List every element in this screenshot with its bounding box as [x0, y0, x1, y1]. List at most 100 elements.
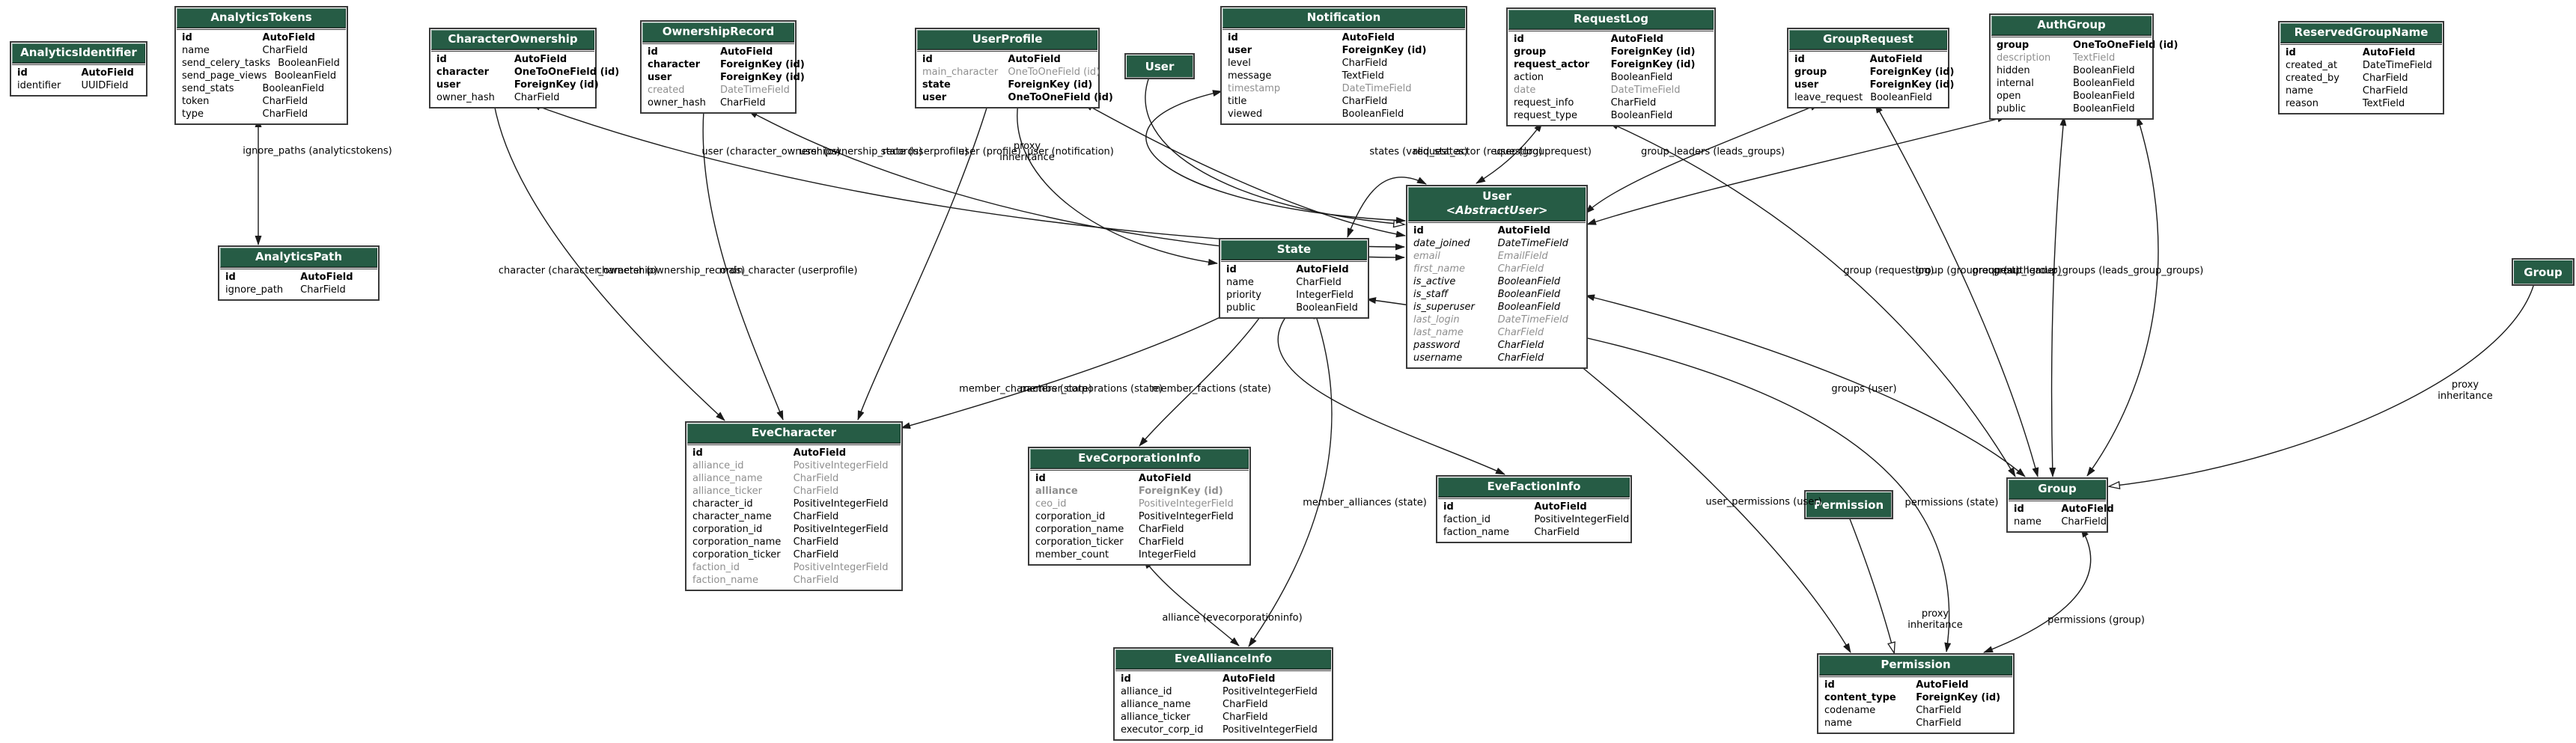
- field-type: CharField: [1916, 717, 1961, 729]
- field-type: ForeignKey (id): [1916, 691, 2001, 703]
- table-header: EveAllianceInfo: [1115, 649, 1331, 670]
- relationship-edge: [531, 103, 1405, 251]
- field-name: first_name: [1413, 263, 1465, 275]
- edge-label: alliance (evecorporationinfo): [1162, 612, 1303, 624]
- field-name: id: [1228, 31, 1238, 43]
- field-name: password: [1413, 339, 1460, 351]
- edge-label: character (ownership_records): [596, 265, 746, 277]
- table-header: EveCorporationInfo: [1030, 449, 1249, 469]
- field-type: CharField: [1342, 57, 1388, 69]
- field-type: CharField: [262, 95, 308, 107]
- field-type: AutoField: [1610, 33, 1663, 45]
- field-type: CharField: [1497, 352, 1544, 364]
- field-name: user: [648, 71, 672, 83]
- table-title: UserProfile: [972, 32, 1043, 46]
- field-row: name CharField: [2009, 516, 2107, 528]
- field-name: character_name: [692, 510, 772, 522]
- field-name: alliance: [1035, 485, 1078, 497]
- field-name: group: [1997, 39, 2030, 51]
- edge-label: user_permissions (user): [1705, 496, 1822, 508]
- field-name: id: [2014, 503, 2024, 515]
- field-name: name: [2014, 516, 2041, 528]
- field-type: IntegerField: [1138, 548, 1196, 560]
- field-type: CharField: [1497, 339, 1544, 351]
- field-type: AutoField: [1008, 53, 1061, 65]
- field-name: username: [1413, 352, 1463, 364]
- field-type: BooleanField: [1497, 301, 1561, 313]
- relationship-edge: [901, 309, 1236, 429]
- field-row: created DateTimeField: [642, 84, 794, 97]
- field-name: timestamp: [1228, 82, 1281, 94]
- field-type: BooleanField: [1870, 91, 1932, 103]
- table-title: GroupRequest: [1823, 32, 1913, 46]
- field-name: id: [922, 53, 933, 65]
- field-type: BooleanField: [1610, 109, 1673, 121]
- field-name: faction_name: [1443, 526, 1509, 538]
- field-type: ForeignKey (id): [514, 79, 599, 91]
- field-name: id: [182, 31, 192, 43]
- edge-label: ignore_paths (analyticstokens): [243, 145, 392, 157]
- field-type: AutoField: [262, 31, 315, 43]
- field-type: CharField: [1497, 263, 1544, 275]
- field-type: DateTimeField: [719, 84, 790, 96]
- field-name: corporation_name: [692, 536, 782, 548]
- field-type: UUIDField: [81, 79, 129, 91]
- field-type: BooleanField: [2073, 64, 2135, 76]
- table-header: Notification: [1222, 8, 1465, 28]
- edge-label: proxy inheritance: [1907, 608, 1963, 631]
- field-name: leave_request: [1794, 91, 1863, 103]
- field-name: name: [1226, 276, 1254, 288]
- edge-label: member_factions (state): [1151, 383, 1271, 395]
- table-title: Permission: [1881, 658, 1951, 671]
- table-title: EveCorporationInfo: [1078, 451, 1201, 465]
- field-name: message: [1228, 70, 1272, 82]
- field-name: user: [1228, 44, 1252, 56]
- field-name: send_page_views: [182, 70, 267, 82]
- field-type: CharField: [2061, 516, 2107, 528]
- field-type: AutoField: [1138, 472, 1192, 484]
- field-row: username CharField: [1408, 352, 1586, 364]
- field-type: BooleanField: [1497, 275, 1561, 287]
- field-name: created: [648, 84, 685, 96]
- field-type: AutoField: [793, 447, 847, 459]
- table-title: RequestLog: [1573, 12, 1648, 25]
- edge-label: main_character (userprofile): [719, 265, 858, 277]
- field-type: CharField: [514, 91, 560, 103]
- field-name: corporation_ticker: [1035, 536, 1124, 548]
- field-name: alliance_id: [1121, 685, 1172, 697]
- field-type: PositiveIntegerField: [1138, 498, 1234, 510]
- field-name: faction_name: [692, 574, 758, 586]
- field-type: PositiveIntegerField: [1534, 513, 1630, 525]
- field-name: alliance_id: [692, 459, 744, 471]
- field-type: BooleanField: [1497, 288, 1561, 300]
